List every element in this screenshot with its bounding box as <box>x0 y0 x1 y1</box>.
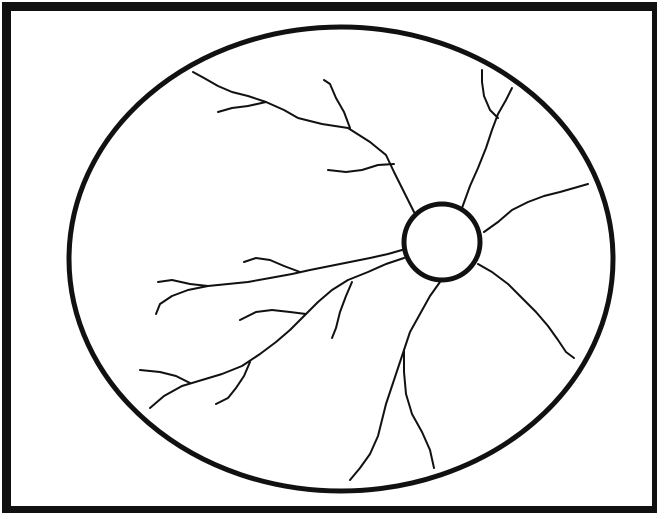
vessel-superior-branch-2 <box>324 80 350 128</box>
vessel-inferior <box>350 282 440 480</box>
vessel-inferior-temporal-branch-2 <box>240 310 306 320</box>
vessel-superior-branch-3 <box>328 164 394 172</box>
vessel-inferior-nasal <box>478 264 574 358</box>
vessel-temporal <box>156 250 402 314</box>
vessel-temporal-branch-2 <box>244 258 300 272</box>
vessel-superior-temporal <box>193 72 414 212</box>
vessel-inferior-branch <box>404 350 434 468</box>
vessel-inferior-temporal-branch-1 <box>332 282 352 338</box>
vessel-temporal-branch-1 <box>158 280 208 286</box>
fundus-outline <box>69 27 613 491</box>
optic-disc <box>404 204 480 280</box>
vessel-superior-nasal <box>462 88 512 208</box>
vessel-inferior-temporal-branch-3 <box>216 362 250 404</box>
vessel-inferior-temporal <box>150 258 404 408</box>
vessel-superior-branch-1 <box>218 102 266 112</box>
retinal-vessels <box>140 70 588 480</box>
vessel-inferior-temporal-branch-4 <box>140 370 190 383</box>
vessel-nasal <box>484 184 588 232</box>
vessel-superior-nasal-branch <box>482 70 498 118</box>
